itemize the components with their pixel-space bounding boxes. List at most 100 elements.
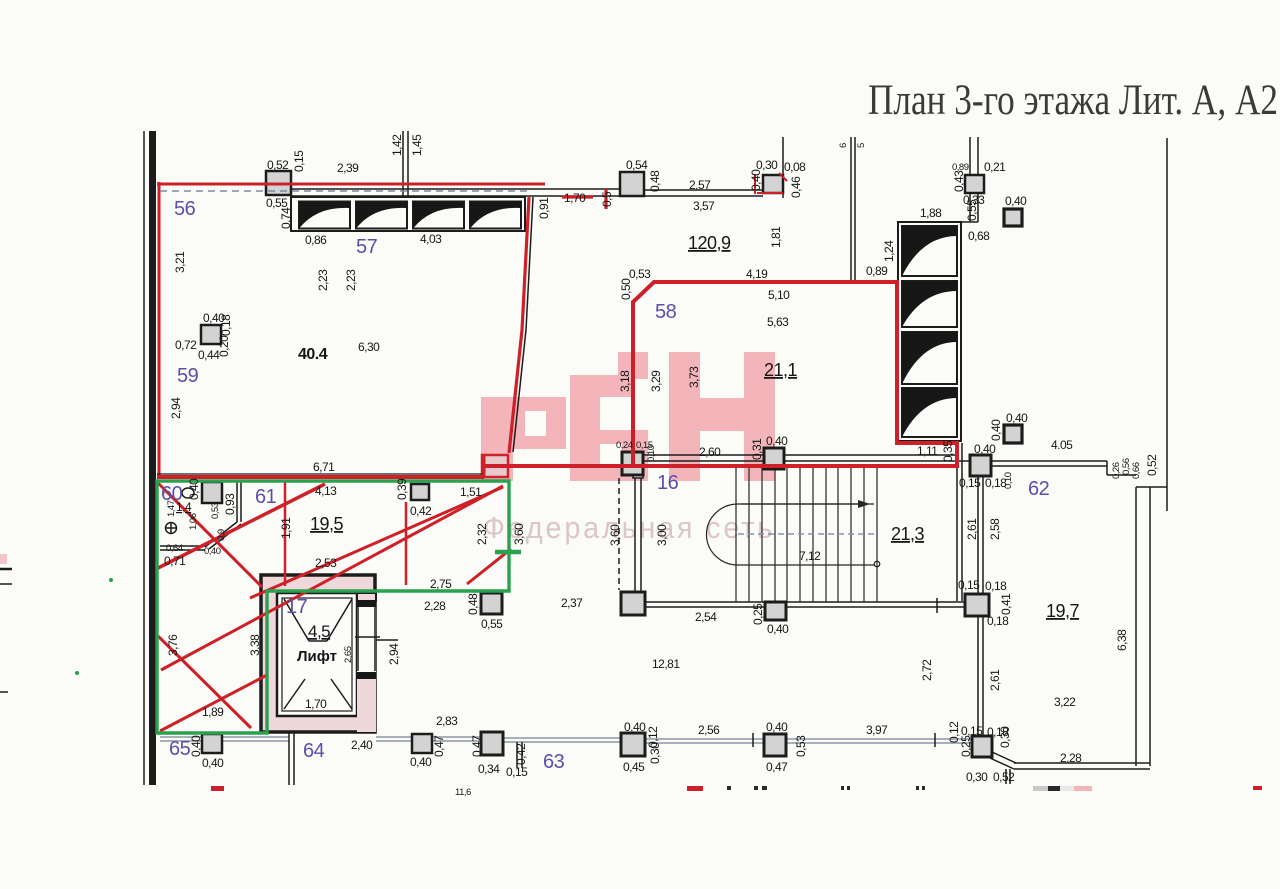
svg-text:2,61: 2,61 xyxy=(988,669,1002,691)
svg-text:62: 62 xyxy=(1028,478,1050,500)
svg-text:0,47: 0,47 xyxy=(766,760,788,774)
svg-text:0,89: 0,89 xyxy=(952,162,969,173)
svg-text:2,65: 2,65 xyxy=(343,646,354,663)
svg-text:0,93: 0,93 xyxy=(223,493,237,515)
svg-text:0,40: 0,40 xyxy=(624,720,646,734)
svg-text:0,89: 0,89 xyxy=(866,264,888,278)
svg-text:40.4: 40.4 xyxy=(298,346,328,363)
svg-text:1,91: 1,91 xyxy=(279,517,293,539)
svg-text:2,94: 2,94 xyxy=(387,643,401,665)
svg-text:0,72: 0,72 xyxy=(175,338,197,352)
svg-text:2,37: 2,37 xyxy=(561,596,583,610)
svg-text:2,54: 2,54 xyxy=(695,610,717,624)
svg-text:2,57: 2,57 xyxy=(689,178,711,192)
svg-text:5: 5 xyxy=(856,143,867,148)
svg-text:0,10: 0,10 xyxy=(646,445,657,462)
svg-text:16: 16 xyxy=(657,472,679,494)
svg-text:5,63: 5,63 xyxy=(767,315,789,329)
svg-text:0,15: 0,15 xyxy=(506,765,528,779)
svg-text:0,40: 0,40 xyxy=(1005,194,1027,208)
svg-text:0,40: 0,40 xyxy=(766,720,788,734)
svg-text:12,81: 12,81 xyxy=(652,657,680,671)
svg-text:65: 65 xyxy=(169,738,191,760)
svg-text:0,30: 0,30 xyxy=(756,158,778,172)
svg-text:2,39: 2,39 xyxy=(337,161,359,175)
svg-text:6,30: 6,30 xyxy=(358,340,380,354)
svg-text:0,47: 0,47 xyxy=(432,735,446,757)
svg-text:0,48: 0,48 xyxy=(648,170,662,192)
svg-text:2,40: 2,40 xyxy=(351,738,373,752)
svg-text:0,74: 0,74 xyxy=(279,207,293,229)
svg-text:0,40: 0,40 xyxy=(767,622,789,636)
svg-text:0,55: 0,55 xyxy=(266,196,288,210)
svg-text:0,42: 0,42 xyxy=(410,504,432,518)
svg-text:0,40: 0,40 xyxy=(974,442,996,456)
svg-text:2,83: 2,83 xyxy=(436,714,458,728)
svg-text:2,32: 2,32 xyxy=(475,523,489,545)
svg-text:6,38: 6,38 xyxy=(1115,629,1129,651)
svg-text:2,72: 2,72 xyxy=(920,659,934,681)
svg-text:0,40: 0,40 xyxy=(187,478,201,500)
svg-text:0,18: 0,18 xyxy=(987,725,1009,739)
svg-text:1,45: 1,45 xyxy=(410,134,424,156)
svg-text:6: 6 xyxy=(838,143,849,148)
svg-text:0,15: 0,15 xyxy=(958,578,980,592)
svg-text:0,91: 0,91 xyxy=(537,197,551,219)
svg-text:1,11: 1,11 xyxy=(917,444,938,458)
svg-text:1,4: 1,4 xyxy=(176,500,192,514)
svg-text:120,9: 120,9 xyxy=(688,233,731,253)
svg-text:0,33: 0,33 xyxy=(963,193,985,207)
svg-text:3,60: 3,60 xyxy=(512,523,526,545)
svg-text:2,23: 2,23 xyxy=(316,269,330,291)
svg-text:0,52: 0,52 xyxy=(993,770,1015,784)
svg-text:0,30: 0,30 xyxy=(998,726,1012,748)
svg-text:19,5: 19,5 xyxy=(310,514,344,534)
svg-text:4.05: 4.05 xyxy=(1051,438,1073,452)
svg-text:0,40: 0,40 xyxy=(1006,411,1028,425)
svg-text:6,71: 6,71 xyxy=(313,460,335,474)
svg-text:0,20: 0,20 xyxy=(217,335,231,357)
svg-text:1,70: 1,70 xyxy=(305,697,327,711)
svg-text:4,13: 4,13 xyxy=(315,484,337,498)
svg-text:11,6: 11,6 xyxy=(455,787,471,798)
svg-text:4,03: 4,03 xyxy=(420,232,442,246)
svg-text:3,97: 3,97 xyxy=(866,723,888,737)
svg-text:2,23: 2,23 xyxy=(344,269,358,291)
svg-text:0,12: 0,12 xyxy=(646,726,660,748)
svg-text:0,40: 0,40 xyxy=(749,169,763,191)
svg-text:0,26: 0,26 xyxy=(1111,462,1122,479)
svg-text:64: 64 xyxy=(303,740,325,762)
svg-text:61: 61 xyxy=(255,486,277,508)
svg-text:0,39: 0,39 xyxy=(395,478,409,500)
svg-text:0,71: 0,71 xyxy=(164,554,186,568)
svg-text:0,40: 0,40 xyxy=(410,755,432,769)
svg-text:0,44: 0,44 xyxy=(198,348,220,362)
svg-text:0,08: 0,08 xyxy=(784,160,806,174)
svg-text:1,89: 1,89 xyxy=(202,705,224,719)
svg-text:0,15: 0,15 xyxy=(961,724,983,738)
svg-text:3,29: 3,29 xyxy=(649,370,663,392)
svg-text:3,57: 3,57 xyxy=(693,199,715,213)
svg-text:0,52: 0,52 xyxy=(1145,454,1159,476)
svg-text:3,22: 3,22 xyxy=(1054,695,1076,709)
svg-text:0,52: 0,52 xyxy=(267,158,289,172)
svg-text:0,40: 0,40 xyxy=(766,434,788,448)
svg-text:2,75: 2,75 xyxy=(430,577,452,591)
svg-text:3,38: 3,38 xyxy=(248,634,262,656)
svg-text:2,61: 2,61 xyxy=(965,518,979,540)
svg-text:0,50: 0,50 xyxy=(619,278,633,300)
svg-text:0,53: 0,53 xyxy=(794,735,808,757)
svg-text:0,47: 0,47 xyxy=(470,735,484,757)
svg-text:3,76: 3,76 xyxy=(166,634,180,656)
svg-text:1,06: 1,06 xyxy=(188,513,199,530)
svg-text:2,28: 2,28 xyxy=(1060,751,1082,765)
svg-text:0,35: 0,35 xyxy=(941,440,955,462)
svg-text:60: 60 xyxy=(161,483,183,505)
svg-text:0,86: 0,86 xyxy=(305,233,327,247)
svg-text:63: 63 xyxy=(543,751,565,773)
svg-text:0,10: 0,10 xyxy=(1003,472,1014,489)
svg-text:2,58: 2,58 xyxy=(988,518,1002,540)
svg-text:0,42: 0,42 xyxy=(514,743,528,765)
svg-text:0,43: 0,43 xyxy=(952,170,966,192)
svg-text:4,19: 4,19 xyxy=(746,267,768,281)
